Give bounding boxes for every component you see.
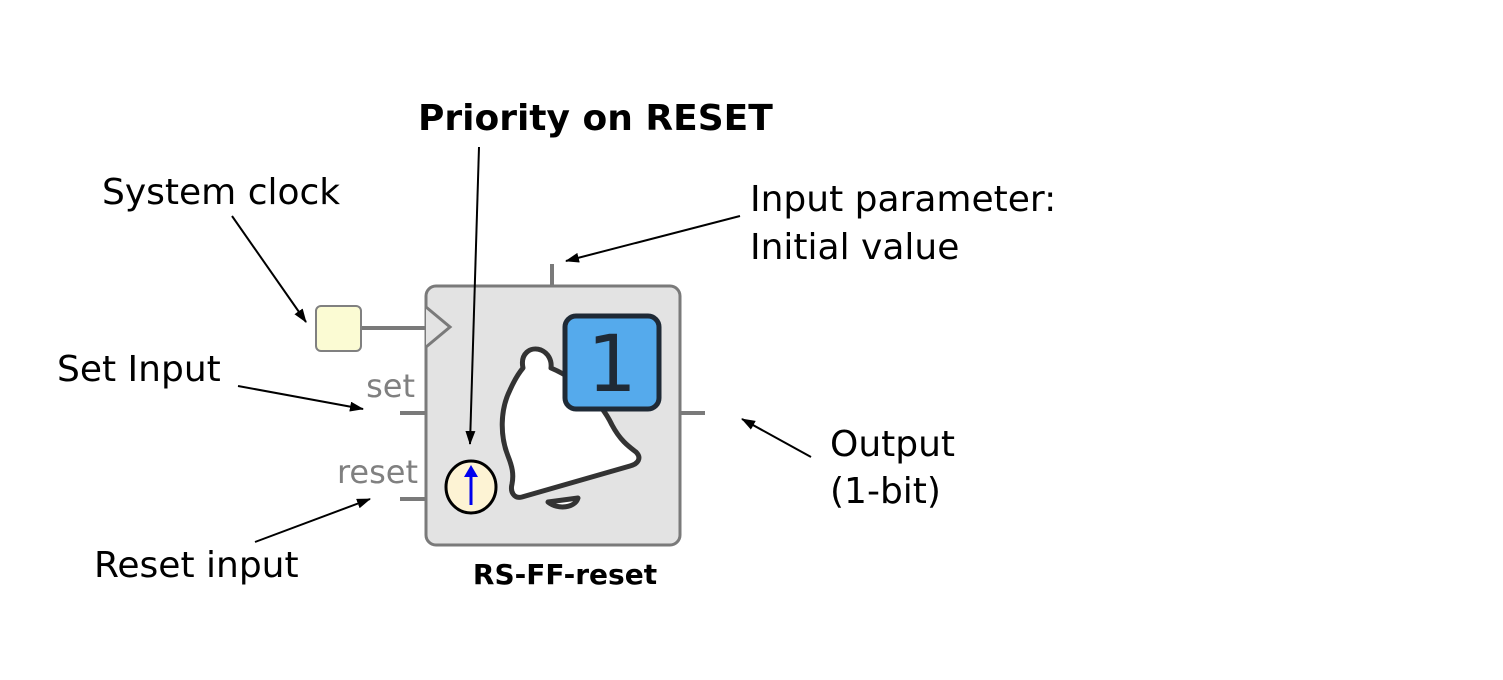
priority-indicator	[444, 459, 498, 515]
annotation-output-2: (1-bit)	[830, 471, 941, 512]
system-clock-source[interactable]	[315, 305, 362, 352]
arrow-set-input	[237, 385, 364, 412]
initial-value-text: 1	[587, 320, 637, 410]
arrow-input-parameter	[565, 215, 741, 263]
rs-ff-block[interactable]: 1	[424, 284, 682, 547]
clock-wedge-icon	[425, 305, 453, 349]
arrow-system-clock	[231, 215, 307, 323]
up-arrow-head	[464, 465, 478, 477]
arrow-output	[741, 418, 812, 458]
pin-label-set: set	[366, 367, 415, 405]
annotation-input-parameter-2: Initial value	[750, 227, 959, 268]
annotation-set-input: Set Input	[57, 349, 221, 390]
initial-value-box	[562, 313, 662, 412]
annotation-output-1: Output	[830, 424, 955, 465]
annotation-input-parameter-1: Input parameter:	[750, 179, 1056, 220]
annotation-priority: Priority on RESET	[418, 98, 773, 139]
arrow-priority	[465, 146, 480, 445]
bell-icon	[499, 346, 642, 510]
annotation-reset-input: Reset input	[94, 545, 299, 586]
block-name: RS-FF-reset	[473, 558, 657, 591]
pin-label-reset: reset	[337, 453, 418, 491]
annotation-system-clock: System clock	[102, 172, 340, 213]
arrow-reset-input	[254, 498, 371, 543]
